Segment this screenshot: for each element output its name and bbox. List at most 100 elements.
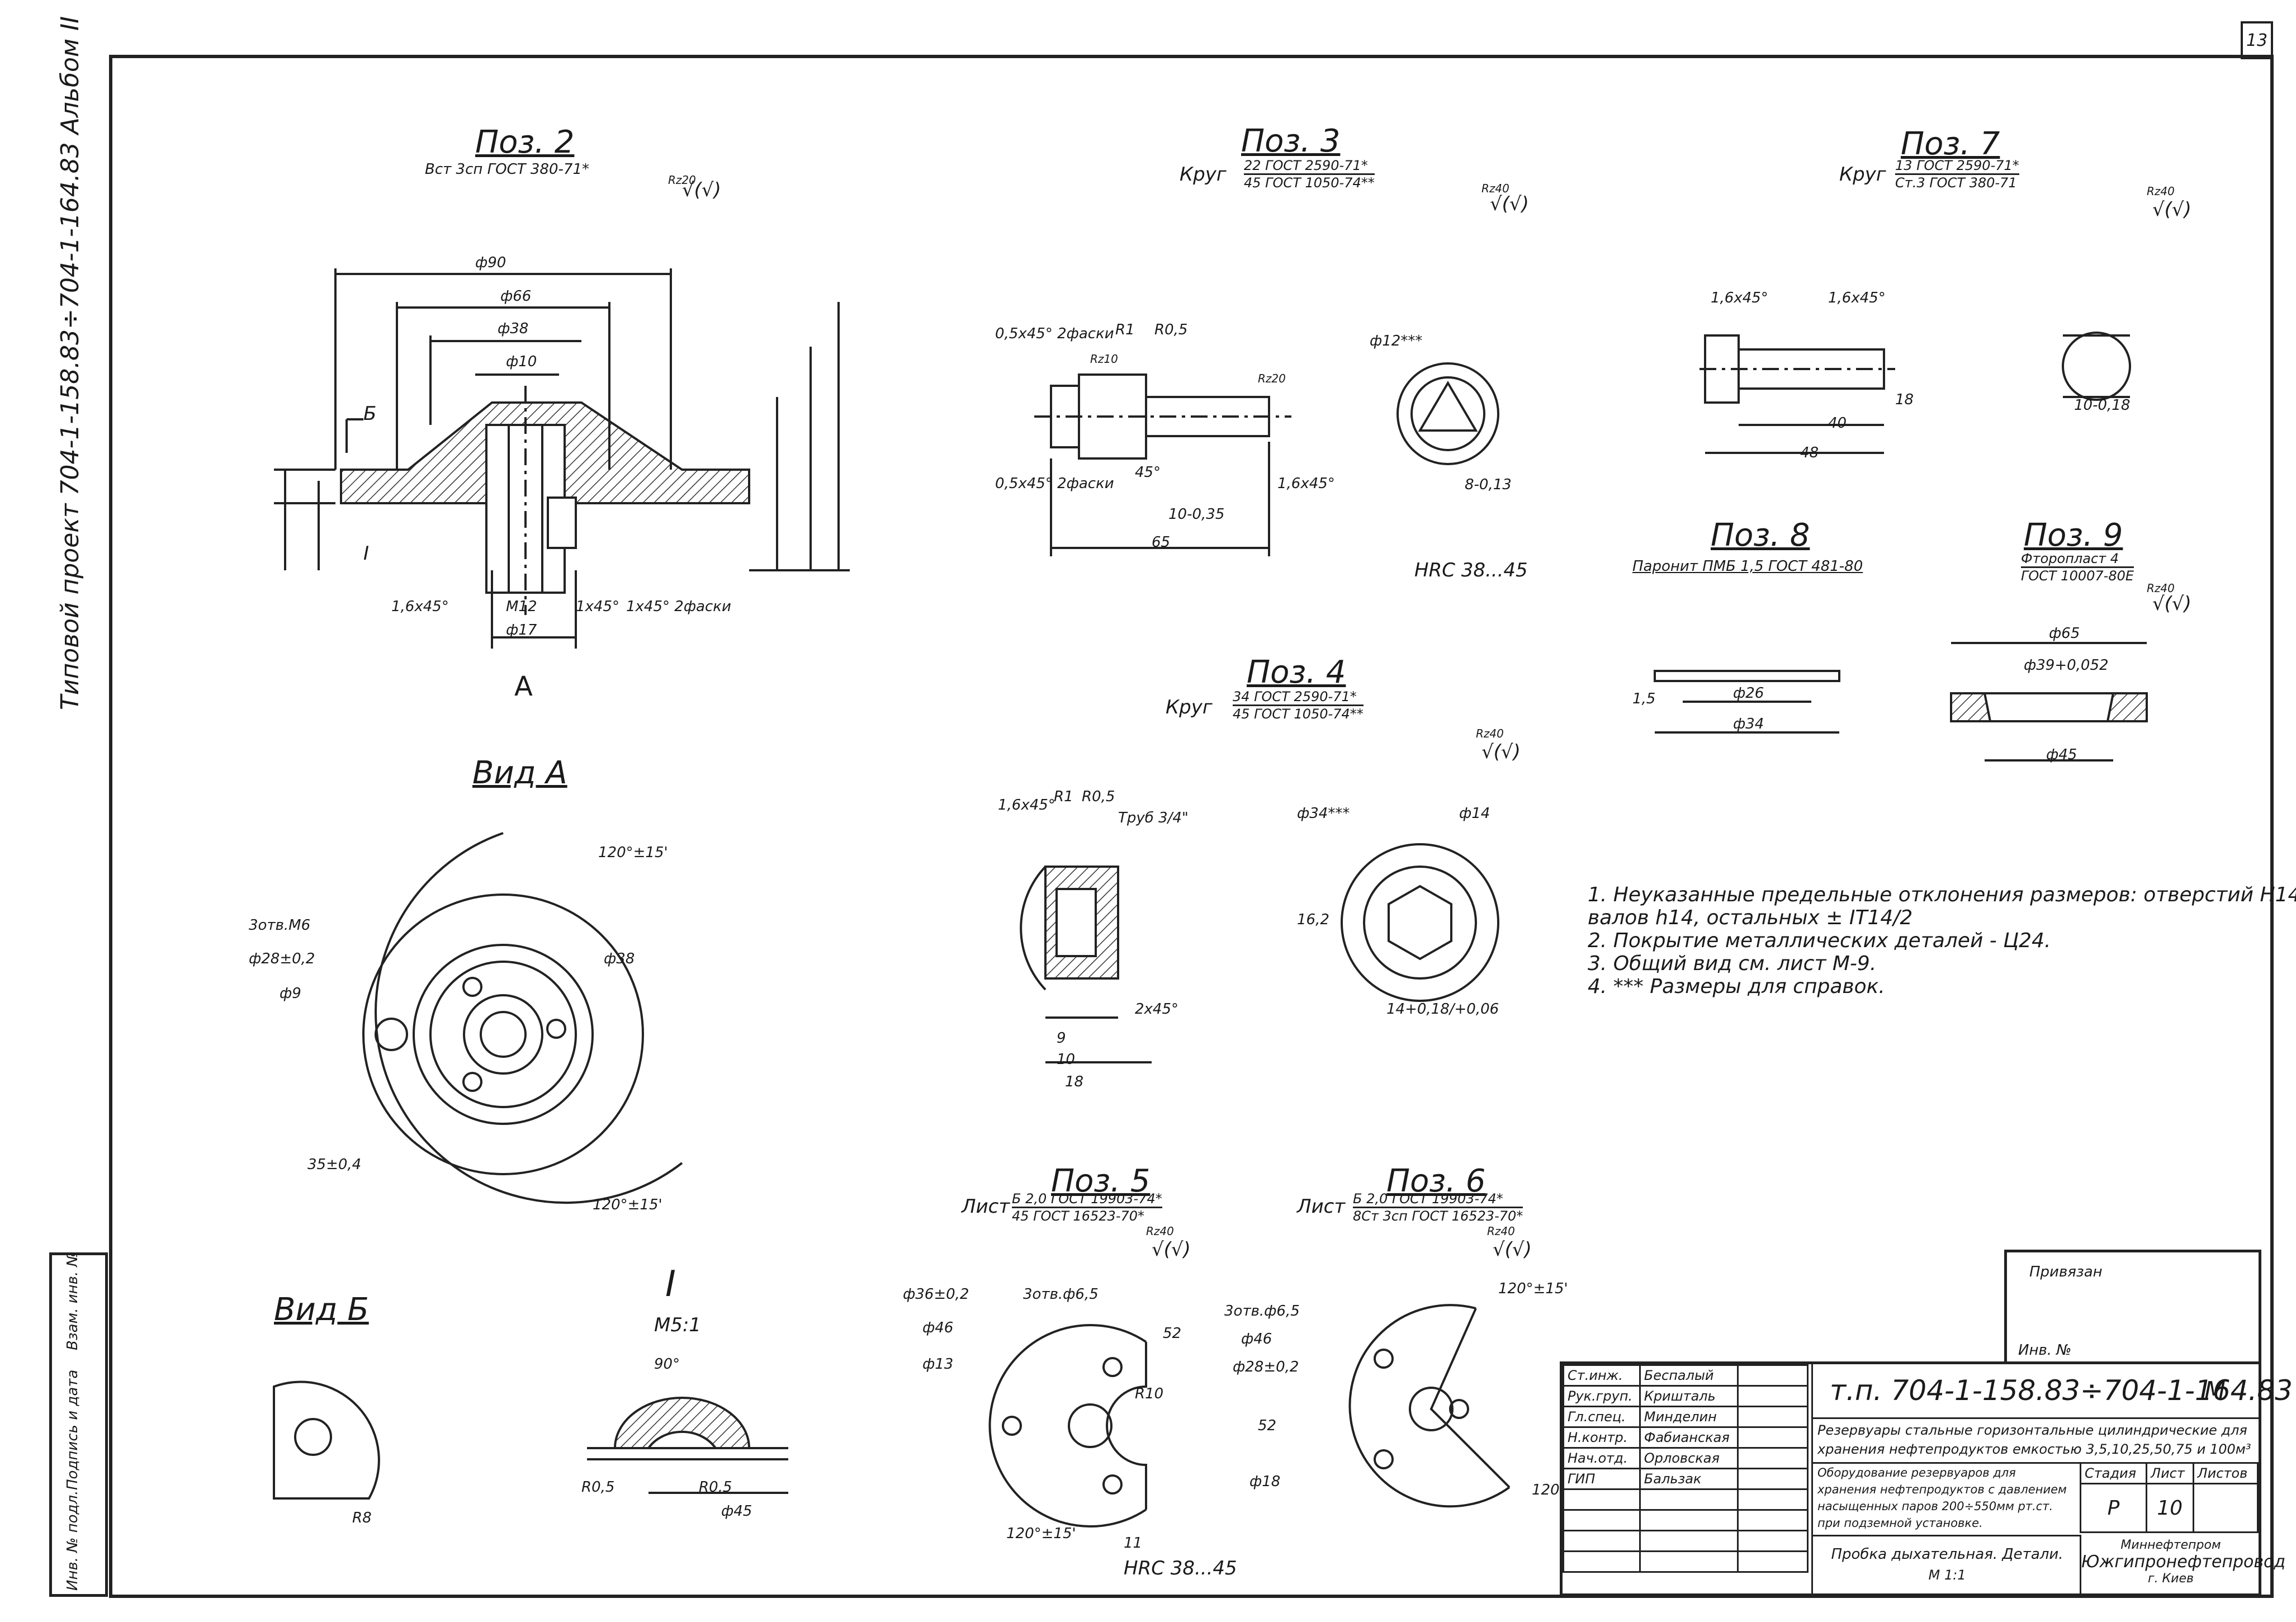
- pos8-drawing: [1654, 670, 1840, 734]
- pos7-material-top: 13 ГОСТ 2590-71*: [1895, 158, 2019, 175]
- pos3-hardness: HRC 38...45: [1414, 559, 1528, 581]
- pos4-title: Поз. 4: [1247, 654, 1346, 691]
- pos3-roughness: √(√): [1490, 193, 1529, 215]
- side-stamp-inv: Инв. № подл.: [64, 1490, 81, 1591]
- pos6-dim-d28: ф28±0,2: [1233, 1359, 1299, 1375]
- pos6-material: Б 2,0 ГОСТ 19903-74* 8Ст 3сп ГОСТ 16523-…: [1353, 1191, 1523, 1224]
- pos7-dim-chamfer2: 1,6х45°: [1828, 290, 1886, 306]
- pos7-material-bottom: Ст.3 ГОСТ 380-71: [1895, 175, 2017, 191]
- pos6-drawing: [1348, 1304, 1511, 1508]
- pos6-dim-angle1: 120°±15': [1498, 1280, 1568, 1297]
- desc1: Резервуары стальные горизонтальные цилин…: [1817, 1422, 2251, 1457]
- pos4-dim-thread: Труб 3/4": [1118, 810, 1189, 826]
- scale: М 1:1: [1928, 1567, 1966, 1583]
- pos5-dim-r10: R10: [1135, 1385, 1164, 1402]
- org3: г. Киев: [2148, 1572, 2194, 1586]
- name-cell: Кришталь: [1639, 1385, 1739, 1407]
- pos3-drawing: [1034, 373, 1291, 556]
- pos3-dim-10: 10-0,35: [1168, 506, 1225, 523]
- pos2-dim-d10: ф10: [506, 353, 537, 370]
- pos6-material-top: Б 2,0 ГОСТ 19903-74*: [1353, 1191, 1523, 1208]
- pos4-dim-10: 10: [1057, 1051, 1076, 1068]
- pos5-roughness: √(√): [1152, 1238, 1191, 1261]
- detail-i-dim-r05a: R0,5: [581, 1479, 615, 1496]
- pos4-material-bottom: 45 ГОСТ 1050-74**: [1233, 706, 1364, 722]
- pos4-roughness: √(√): [1481, 741, 1521, 763]
- pos6-roughness-label: Rz40: [1487, 1224, 1515, 1238]
- org-cell: Миннефтепром Южгипронефтепровод г. Киев: [2080, 1535, 2286, 1593]
- name-cell: Бальзак: [1639, 1468, 1739, 1490]
- pos3-material-bottom: 45 ГОСТ 1050-74**: [1244, 175, 1375, 191]
- pos3-dim-chamfer-end: 1,6х45°: [1277, 475, 1335, 492]
- pos3-dim-d12: ф12***: [1370, 333, 1423, 349]
- side-stamp-replace: Взам. инв. №: [64, 1251, 81, 1350]
- roles-table: Ст.инж.Беспалый Рук.груп.Кришталь Гл.спе…: [1563, 1364, 1809, 1573]
- pos7-dim-48: 48: [1800, 444, 1819, 461]
- pos2-dim-chamfer2: 1х45°: [576, 598, 620, 615]
- pos8-material: Паронит ПМБ 1,5 ГОСТ 481-80: [1632, 558, 1863, 575]
- pos2-marker-b: Б: [363, 403, 377, 425]
- pos5-dim-11: 11: [1124, 1535, 1143, 1552]
- pos5-dim-angle: 120°±15': [1006, 1525, 1076, 1542]
- pos9-material-bottom: ГОСТ 10007-80Е: [2021, 568, 2134, 584]
- pos6-roughness: √(√): [1493, 1238, 1532, 1261]
- detail-i-title: I: [665, 1264, 676, 1305]
- pos7-prefix: Круг: [1839, 163, 1886, 186]
- pos3-material: 22 ГОСТ 2590-71* 45 ГОСТ 1050-74**: [1244, 158, 1375, 191]
- pos2-dim-d66: ф66: [500, 288, 532, 305]
- pos7-dim-18: 18: [1895, 391, 1914, 408]
- drawing-frame: [109, 55, 2274, 1598]
- pos9-material: Фторопласт 4 ГОСТ 10007-80Е: [2021, 551, 2134, 584]
- sign-cell: [1737, 1385, 1809, 1407]
- vid-b-dim-r8: R8: [352, 1510, 372, 1526]
- project-cell: т.п. 704-1-158.83÷704-1-164.83 М: [1811, 1364, 2293, 1419]
- pos6-material-bottom: 8Ст 3сп ГОСТ 16523-70*: [1353, 1208, 1523, 1224]
- pos7-title: Поз. 7: [1901, 126, 2000, 162]
- vid-b-drawing: [273, 1380, 380, 1500]
- pos2-marker-i: I: [363, 542, 370, 565]
- pos3-title: Поз. 3: [1241, 123, 1341, 159]
- desc2: Оборудование резервуаров для хранения не…: [1817, 1466, 2067, 1530]
- pos4-dim-d14: ф14: [1459, 805, 1490, 822]
- project-mark: М: [2204, 1377, 2226, 1405]
- desc2-cell: Оборудование резервуаров для хранения не…: [1811, 1462, 2081, 1536]
- vid-b-title: Вид Б: [274, 1292, 369, 1328]
- vid-a-dim-angle2: 120°±15': [593, 1197, 662, 1213]
- pos4-dim-14: 14+0,18/+0,06: [1386, 1001, 1499, 1018]
- sheet-header: Лист: [2146, 1462, 2194, 1484]
- pos9-roughness: √(√): [2152, 593, 2191, 615]
- stage-header: Стадия: [2079, 1462, 2148, 1484]
- pos2-dim-chamfer1: 1,6х45°: [391, 598, 449, 615]
- detail-i-dim-90: 90°: [654, 1356, 680, 1373]
- note-2: 2. Покрытие металлических деталей - Ц24.: [1588, 929, 2051, 952]
- pos4-dim-2x45: 2х45°: [1135, 1001, 1179, 1018]
- pos5-dim-d13: ф13: [922, 1356, 954, 1373]
- vid-a-drawing: [362, 832, 683, 1204]
- note-3: 3. Общий вид см. лист М-9.: [1588, 952, 1877, 975]
- side-stamp: Инв. № подл. Подпись и дата Взам. инв. №: [49, 1251, 108, 1597]
- pos3-end-view: [1396, 362, 1499, 465]
- vid-a-dim-angle1: 120°±15': [598, 844, 668, 861]
- pos6-dim-52: 52: [1258, 1417, 1277, 1434]
- org2: Южгипронефтепровод: [2081, 1552, 2286, 1572]
- pos4-dim-chamfer: 1,6х45°: [998, 797, 1055, 814]
- pos7-material: 13 ГОСТ 2590-71* Ст.3 ГОСТ 380-71: [1895, 158, 2019, 191]
- name-cell: Беспалый: [1639, 1364, 1739, 1387]
- pos4-roughness-label: Rz40: [1476, 727, 1504, 740]
- pos5-dim-d46: ф46: [922, 1320, 954, 1336]
- vid-a-title: Вид А: [472, 755, 567, 791]
- pos5-dim-d36: ф36±0,2: [903, 1286, 969, 1303]
- pos2-material: Вст 3сп ГОСТ 380-71*: [425, 161, 589, 178]
- pos9-roughness-label: Rz40: [2147, 581, 2175, 595]
- pos3-dim-chamfer-bottom: 0,5х45° 2фаски: [995, 475, 1114, 492]
- detail-i-dim-r05b: R0,5: [699, 1479, 732, 1496]
- pos3-dim-8: 8-0,13: [1465, 476, 1512, 493]
- pos5-material-bottom: 45 ГОСТ 16523-70*: [1012, 1208, 1145, 1224]
- pos3-prefix: Круг: [1180, 163, 1227, 186]
- privyazan-label: Привязан: [2029, 1264, 2103, 1280]
- pos8-dim-d26: ф26: [1733, 685, 1764, 702]
- pos4-dim-d34: ф34***: [1297, 805, 1350, 822]
- pos3-dim-chamfer-top: 0,5х45° 2фаски: [995, 325, 1114, 342]
- role-cell: Нач.отд.: [1563, 1447, 1641, 1469]
